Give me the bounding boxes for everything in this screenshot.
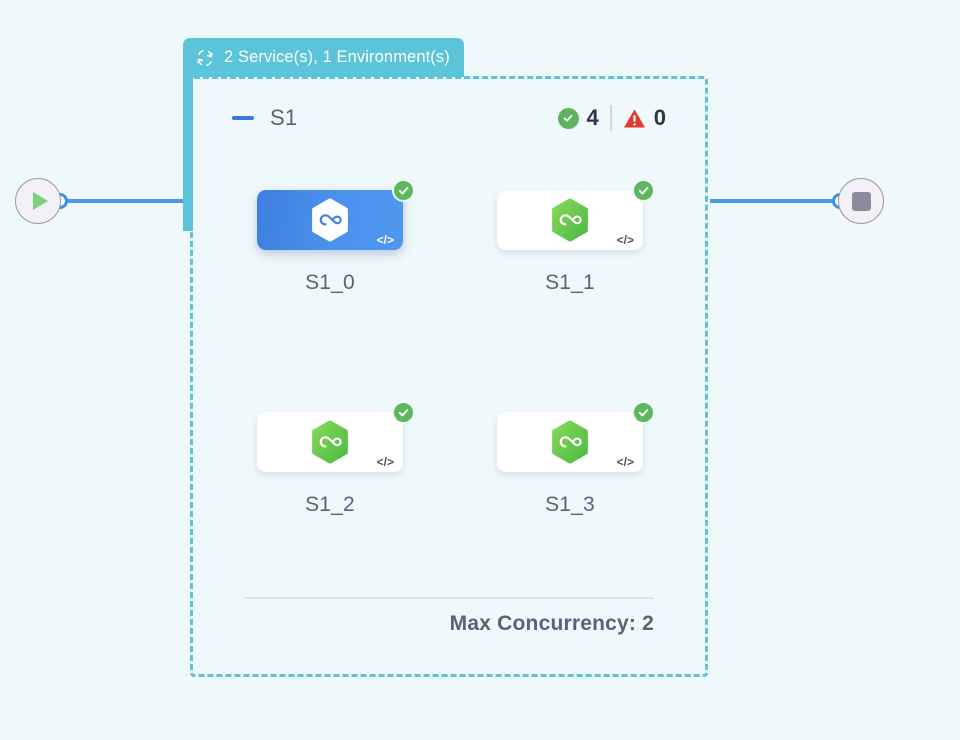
service-node-label: S1_2 — [305, 493, 355, 516]
service-node-card[interactable]: </> — [257, 401, 415, 472]
hexagon-infinity-icon — [552, 420, 588, 464]
status-warn-stat: 0 — [623, 105, 666, 131]
stats-divider — [609, 105, 612, 131]
service-node-label: S1_3 — [545, 493, 595, 516]
hexagon-infinity-icon — [552, 198, 588, 242]
warning-triangle-icon — [623, 108, 646, 129]
service-node-label: S1_0 — [305, 271, 355, 294]
play-icon — [32, 192, 48, 210]
group-header-label: 2 Service(s), 1 Environment(s) — [224, 48, 450, 66]
start-node[interactable] — [15, 178, 61, 224]
stop-icon — [851, 191, 871, 211]
subgroup-title: S1 — [270, 105, 298, 130]
minus-icon[interactable] — [232, 116, 254, 120]
check-circle-icon — [557, 107, 579, 129]
service-node-card[interactable]: </> — [497, 179, 655, 250]
hexagon-infinity-icon — [312, 198, 348, 242]
status-ok-stat: 4 — [557, 105, 599, 131]
hexagon-infinity-icon — [312, 420, 348, 464]
service-node[interactable]: </> S1_0 — [257, 179, 415, 295]
group-left-accent-bar — [183, 76, 193, 231]
service-node-label: S1_1 — [545, 271, 595, 294]
footer-divider — [244, 597, 654, 599]
group-container — [190, 76, 708, 677]
code-icon[interactable]: </> — [616, 233, 634, 247]
status-ok-count: 4 — [586, 105, 599, 130]
group-header[interactable]: 2 Service(s), 1 Environment(s) — [183, 38, 464, 77]
subgroup-header-row: S1 4 0 — [232, 105, 666, 131]
status-ok-badge — [632, 179, 655, 202]
code-icon[interactable]: </> — [616, 455, 634, 469]
status-ok-badge — [392, 179, 415, 202]
code-icon[interactable]: </> — [376, 455, 394, 469]
loop-repeat-icon — [195, 48, 215, 68]
service-node-card[interactable]: </> — [257, 179, 415, 250]
status-warn-count: 0 — [653, 105, 666, 130]
end-node[interactable] — [838, 178, 884, 224]
code-icon[interactable]: </> — [376, 233, 394, 247]
service-node[interactable]: </> S1_2 — [257, 401, 415, 517]
edge-group-to-end — [710, 199, 842, 203]
status-ok-badge — [392, 401, 415, 424]
service-node[interactable]: </> S1_3 — [497, 401, 655, 517]
subgroup-stats: 4 0 — [557, 105, 666, 131]
status-ok-badge — [632, 401, 655, 424]
service-node[interactable]: </> S1_1 — [497, 179, 655, 295]
edge-start-to-group — [60, 199, 186, 203]
max-concurrency-label: Max Concurrency: 2 — [449, 612, 654, 635]
service-node-card[interactable]: </> — [497, 401, 655, 472]
